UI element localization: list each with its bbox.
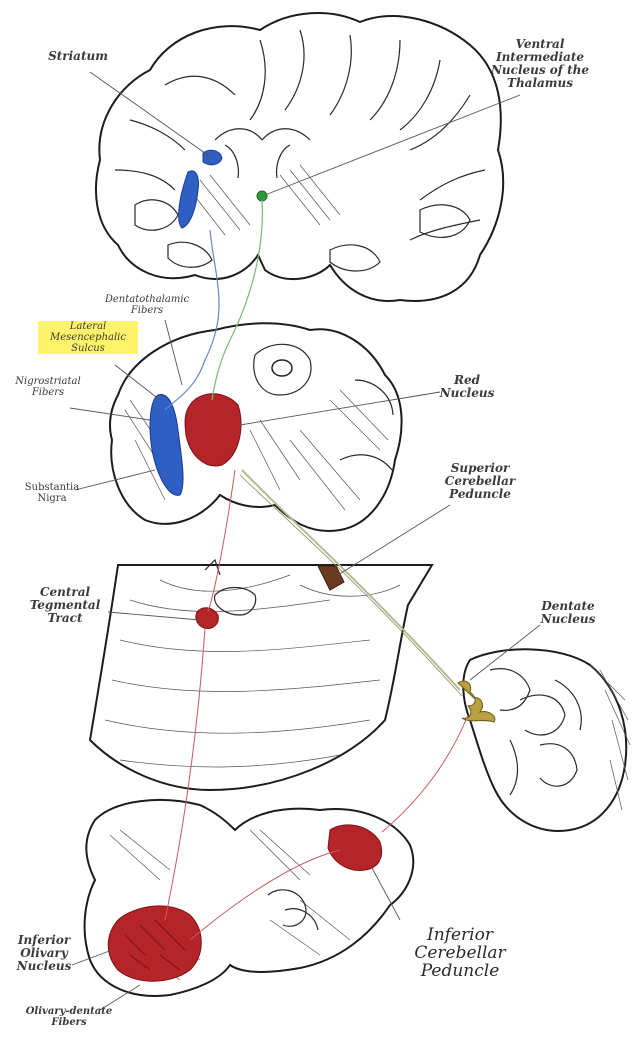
label-substantia-nigra: Substantia Nigra bbox=[22, 482, 82, 504]
label-striatum: Striatum bbox=[38, 50, 118, 63]
label-ventral-intermediate-nucleus: Ventral Intermediate Nucleus of the Thal… bbox=[480, 38, 600, 90]
label-inferior-cerebellar-peduncle: Inferior Cerebellar Peduncle bbox=[398, 926, 522, 980]
pons-section bbox=[90, 560, 432, 790]
inferior-olivary-nucleus-region bbox=[108, 906, 201, 981]
icp-fiber-line bbox=[382, 715, 468, 832]
label-red-nucleus: Red Nucleus bbox=[432, 374, 502, 400]
cerebellum-section bbox=[458, 649, 630, 831]
label-olivary-dentate-fibers: Olivary-dentate Fibers bbox=[14, 1006, 124, 1028]
coronal-brain-section bbox=[96, 13, 503, 301]
label-dentate-nucleus: Dentate Nucleus bbox=[528, 600, 608, 626]
central-tegmental-red-area bbox=[196, 608, 218, 629]
vim-thalamus-region bbox=[257, 191, 267, 201]
medulla-section bbox=[85, 800, 414, 996]
label-lateral-mesencephalic-sulcus: Lateral Mesencephalic Sulcus bbox=[38, 321, 138, 354]
label-nigrostriatal-fibers: Nigrostriatal Fibers bbox=[12, 376, 84, 398]
midbrain-section bbox=[110, 323, 402, 531]
label-central-tegmental-tract: Central Tegmental Tract bbox=[22, 586, 108, 625]
caudate-region bbox=[203, 150, 222, 165]
label-dentatothalamic-fibers: Dentatothalamic Fibers bbox=[92, 294, 202, 316]
label-inferior-olivary-nucleus: Inferior Olivary Nucleus bbox=[10, 934, 78, 973]
label-superior-cerebellar-peduncle: Superior Cerebellar Peduncle bbox=[434, 462, 526, 501]
